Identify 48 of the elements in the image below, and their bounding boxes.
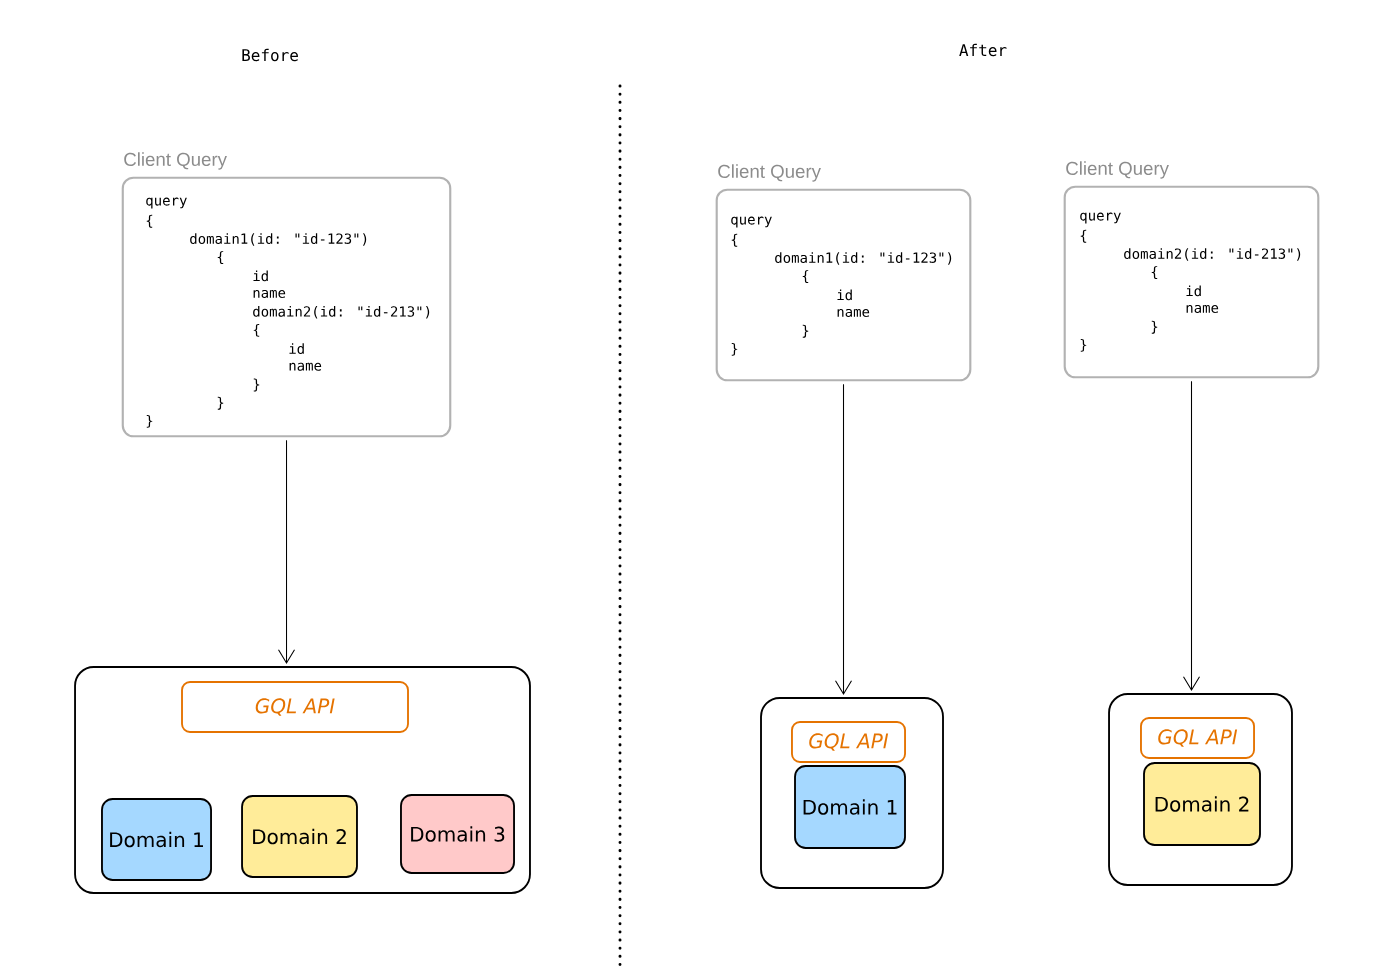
code-line: } bbox=[731, 342, 738, 356]
section-heading: After bbox=[959, 43, 1007, 57]
code-line: } bbox=[217, 396, 224, 410]
code-line: id bbox=[837, 289, 852, 301]
code-line: id bbox=[1186, 285, 1201, 297]
api-box: GQL API bbox=[1140, 717, 1255, 759]
code-line: query bbox=[731, 216, 772, 228]
api-box: GQL API bbox=[181, 681, 409, 733]
domain-box: Domain 1 bbox=[794, 765, 906, 849]
section-heading: Before bbox=[242, 48, 298, 62]
code-line: query bbox=[1080, 212, 1121, 224]
arrow bbox=[834, 383, 853, 696]
domain-box: Domain 2 bbox=[1143, 762, 1261, 846]
code-line: name bbox=[837, 309, 870, 317]
code-line: id bbox=[289, 343, 304, 354]
code-line: name bbox=[289, 362, 322, 371]
container-box bbox=[1108, 693, 1293, 886]
code-line: id bbox=[253, 270, 268, 282]
code-line: { bbox=[802, 270, 809, 284]
code-line: query bbox=[146, 197, 187, 209]
box-heading: Client Query bbox=[124, 152, 227, 170]
box-heading: Client Query bbox=[718, 164, 821, 182]
code-line: domain1(id: "id-123") bbox=[775, 252, 952, 265]
api-box: GQL API bbox=[791, 721, 906, 763]
code-line: domain2(id: "id-213") bbox=[253, 305, 430, 319]
domain-box: Domain 2 bbox=[241, 795, 358, 878]
code-line: } bbox=[146, 414, 153, 428]
arrow bbox=[1182, 380, 1201, 692]
code-line: name bbox=[1186, 305, 1219, 313]
code-line: name bbox=[253, 290, 286, 298]
arrow bbox=[277, 439, 296, 665]
container-box bbox=[74, 666, 531, 894]
code-line: { bbox=[731, 233, 738, 247]
code-line: } bbox=[1080, 338, 1087, 352]
code-line: } bbox=[1151, 320, 1158, 334]
box-heading: Client Query bbox=[1066, 161, 1169, 179]
code-line: { bbox=[253, 323, 260, 337]
code-line: { bbox=[1151, 266, 1158, 280]
domain-box: Domain 3 bbox=[400, 794, 515, 874]
code-line: } bbox=[253, 378, 260, 392]
code-line: { bbox=[217, 251, 224, 265]
code-line: domain1(id: "id-123") bbox=[190, 233, 367, 246]
code-line: domain2(id: "id-213") bbox=[1124, 248, 1301, 261]
container-box bbox=[760, 697, 944, 889]
code-line: { bbox=[146, 214, 153, 228]
code-line: { bbox=[1080, 229, 1087, 243]
domain-box: Domain 1 bbox=[101, 798, 212, 881]
code-line: } bbox=[802, 324, 809, 338]
